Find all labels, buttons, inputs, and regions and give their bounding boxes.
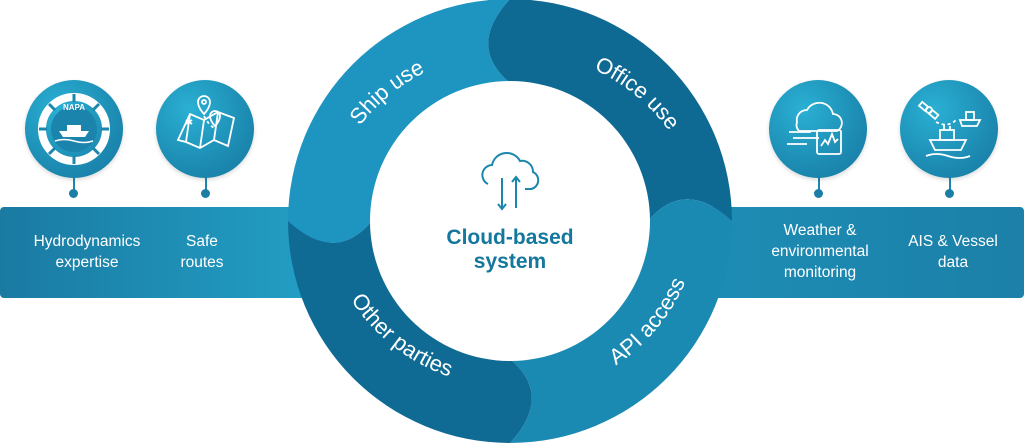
cloud-system-title: Cloud-based system — [446, 226, 574, 273]
napa-logo-text: NAPA — [63, 103, 85, 112]
satellite-vessel-icon — [900, 80, 998, 178]
weather-stem-dot — [814, 189, 823, 198]
ais-stem-dot — [945, 189, 954, 198]
ring-inner-hole — [370, 81, 650, 361]
ring-segment-office-use — [488, 0, 732, 221]
right-data-band — [694, 207, 1024, 298]
left-data-band — [0, 207, 330, 298]
cloud-sync-icon — [481, 151, 540, 211]
ring-segment-other-parties — [288, 221, 532, 443]
ring-segment-ship-use — [288, 0, 510, 243]
safe-routes-label: Safe routes — [180, 233, 224, 271]
routes-stem — [205, 175, 207, 193]
napa-logo-icon: NAPA — [25, 80, 123, 178]
routes-stem-dot — [201, 189, 210, 198]
ring-segment-api-access — [510, 199, 732, 443]
weather-stem — [818, 175, 820, 193]
napa-stem-dot — [69, 189, 78, 198]
napa-stem — [73, 175, 75, 193]
route-map-icon — [156, 80, 254, 178]
weather-monitor-icon — [769, 80, 867, 178]
weather-label: Weather & environmental monitoring — [771, 222, 869, 281]
hydrodynamics-label: Hydrodynamics expertise — [33, 233, 141, 271]
ais-stem — [949, 175, 951, 193]
ais-vessel-label: AIS & Vessel data — [908, 233, 998, 271]
